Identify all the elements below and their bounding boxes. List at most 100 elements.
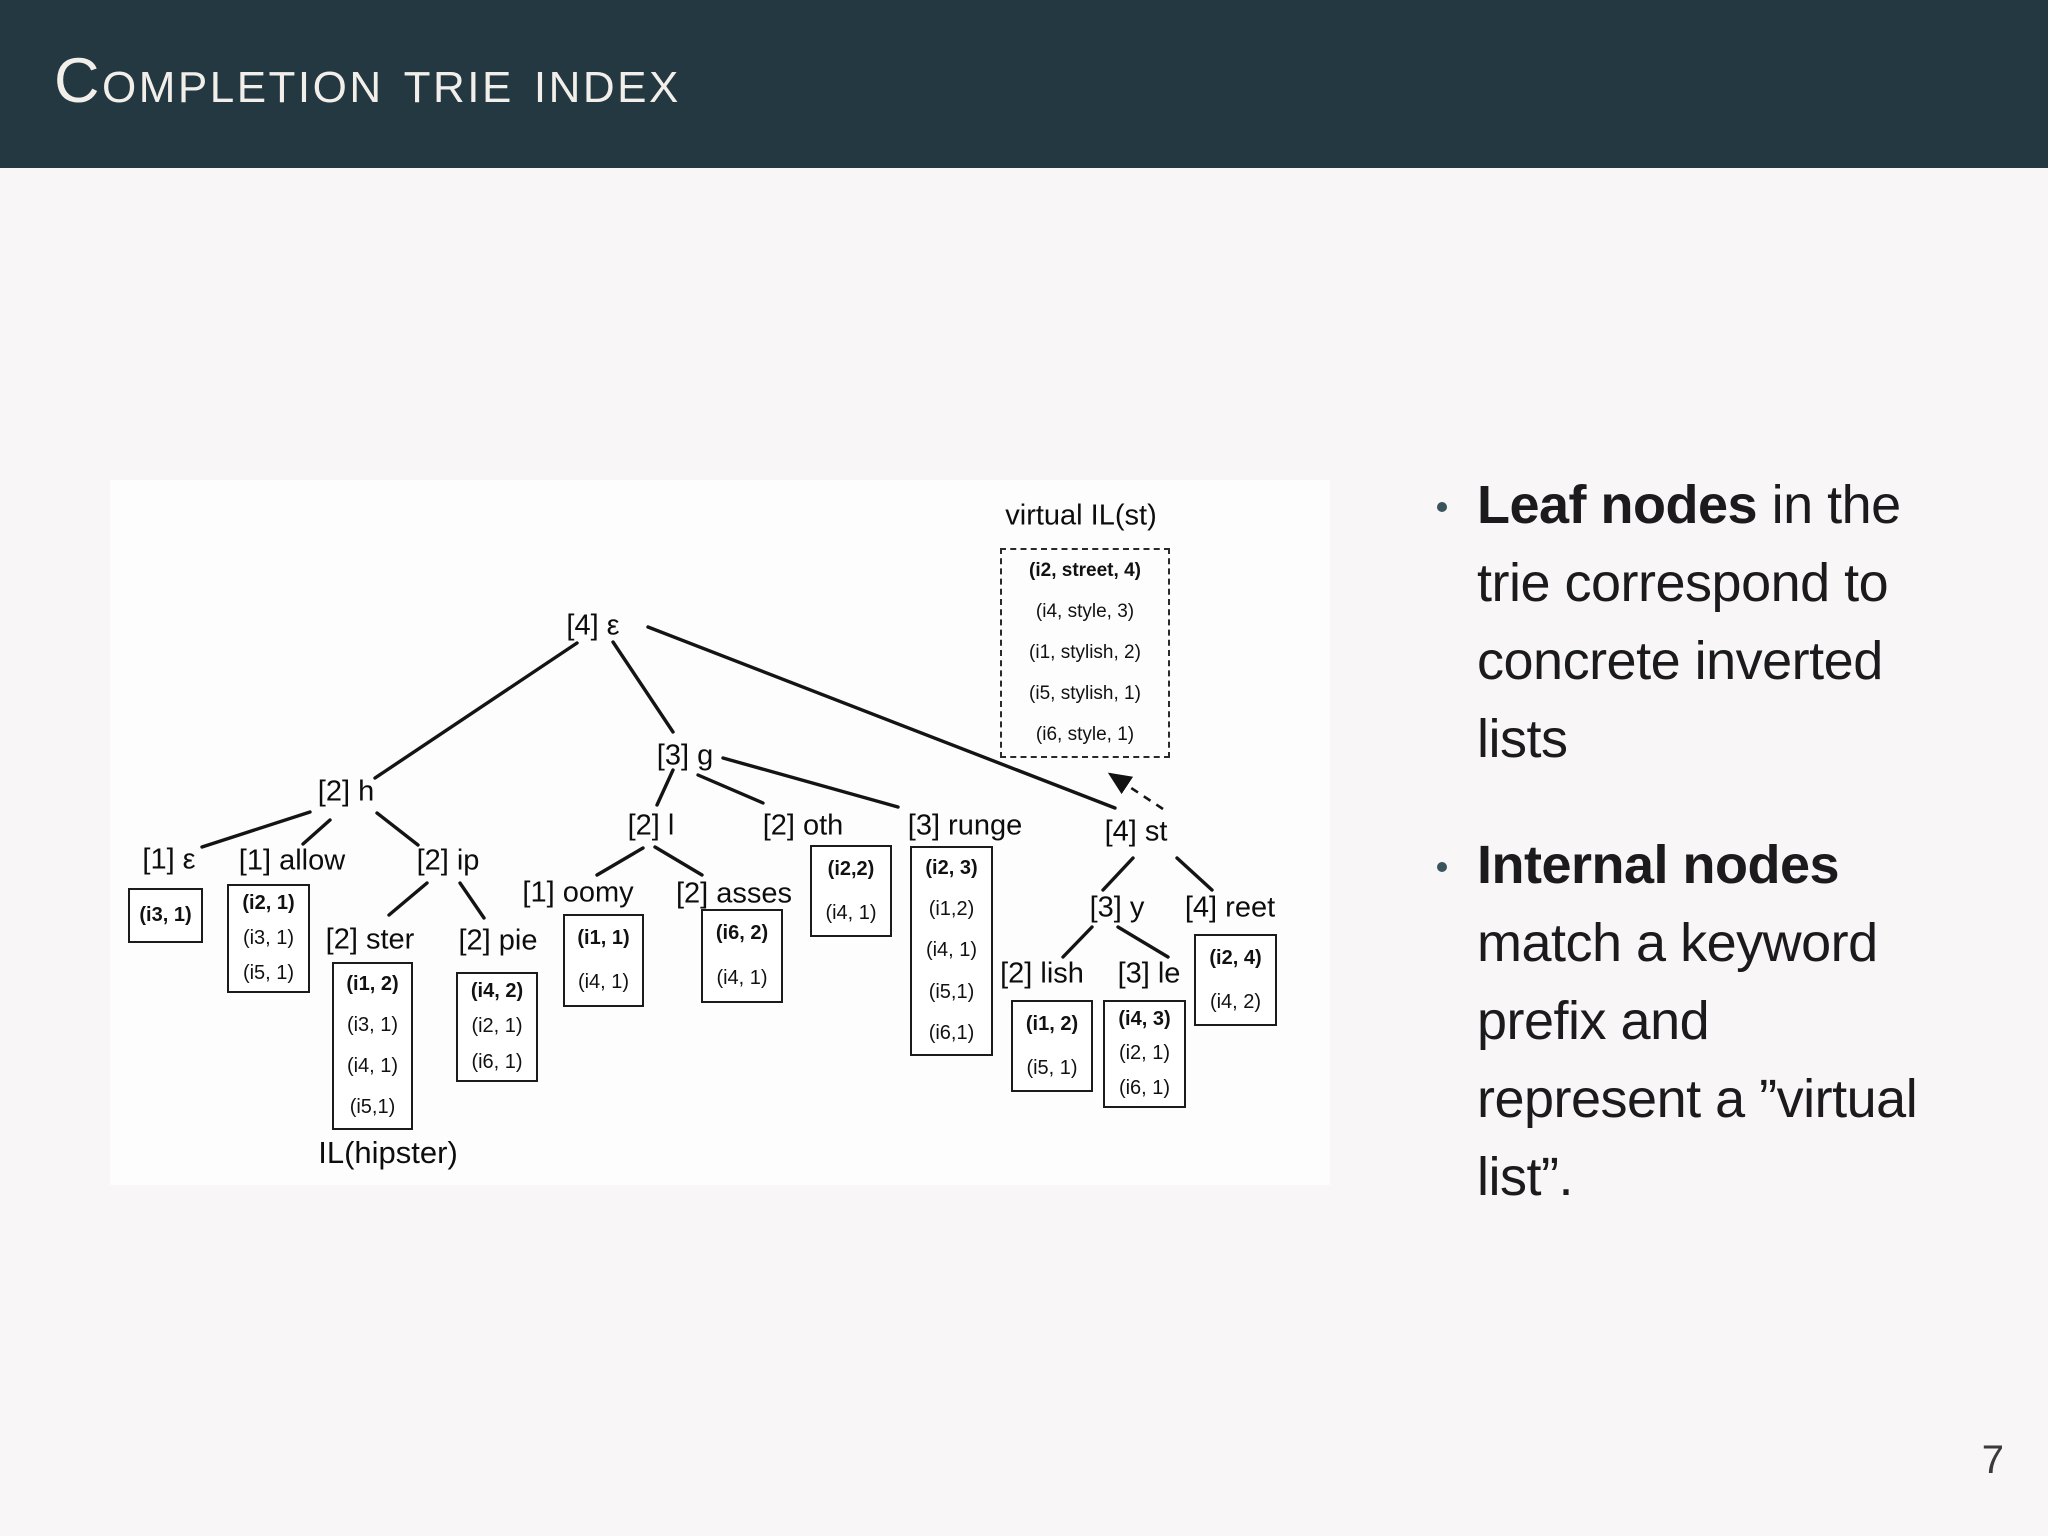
bullet-item-internal-nodes: Internal nodes match a keyword prefix an… [1437, 826, 1933, 1216]
bullet-rest: in the trie correspond to concrete inver… [1477, 475, 1901, 769]
trie-edge-l-oomy [595, 846, 645, 877]
bullet-text: Internal nodes match a keyword prefix an… [1477, 826, 1933, 1216]
trie-edge-st-y [1101, 856, 1135, 892]
trie-node-l: [2] l [627, 809, 675, 842]
il-lish-box: (i1, 2) (i5, 1) [1011, 1000, 1093, 1092]
bullet-item-leaf-nodes: Leaf nodes in the trie correspond to con… [1437, 466, 1933, 778]
posting-entry: (i4, 1) [346, 1055, 399, 1077]
trie-node-reet: [4] reet [1184, 891, 1276, 924]
posting-entry: (i5, stylish, 1) [1029, 683, 1141, 705]
posting-entry: (i4, 1) [577, 971, 630, 994]
posting-entry: (i6, 2) [715, 922, 769, 944]
virtual-list-arrow [1107, 772, 1164, 811]
trie-node-oomy: [1] oomy [522, 876, 634, 909]
trie-diagram: virtual IL(st) IL(hipster) [4] ε [2] h [3]… [110, 480, 1330, 1185]
trie-node-y: [3] y [1089, 891, 1145, 924]
posting-entry: (i2, street, 4) [1029, 559, 1141, 581]
page-number: 7 [1981, 1438, 2004, 1482]
il-le-box: (i4, 3) (i2, 1) (i6, 1) [1103, 1000, 1186, 1108]
trie-node-st: [4] st [1104, 815, 1168, 848]
trie-node-h: [2] h [317, 775, 375, 808]
posting-entry: (i4, 3) [1118, 1007, 1171, 1030]
bullet-list: Leaf nodes in the trie correspond to con… [1437, 466, 1933, 1216]
trie-edges [200, 625, 1214, 959]
trie-node-ster: [2] ster [325, 923, 415, 956]
posting-entry: (i4, 1) [825, 901, 877, 924]
posting-entry: (i2, 4) [1209, 946, 1262, 969]
trie-edge-root-st [646, 625, 1117, 810]
trie-edge-ip-ster [387, 881, 429, 917]
posting-entry: (i6, 1) [471, 1050, 523, 1073]
trie-edge-h-eps [200, 810, 312, 849]
il-asses-box: (i6, 2) (i4, 1) [701, 909, 783, 1003]
il-hipster-label: IL(hipster) [318, 1135, 458, 1170]
il-ster-box: (i1, 2) (i3, 1) (i4, 1) (i5,1) [332, 962, 413, 1130]
trie-edge-y-lish [1061, 925, 1094, 959]
bullet-rest: match a keyword prefix and represent a ”… [1477, 913, 1918, 1207]
trie-node-runge: [3] runge [907, 809, 1023, 842]
posting-entry: (i2, 1) [471, 1015, 523, 1038]
il-oomy-box: (i1, 1) (i4, 1) [563, 914, 644, 1007]
slide-title: Completion trie index [54, 46, 681, 116]
bullet-dot [1437, 502, 1447, 512]
trie-node-eps: [1] ε [142, 843, 196, 876]
posting-entry: (i5,1) [928, 980, 975, 1003]
slide-header: Completion trie index [0, 0, 2048, 168]
posting-entry: (i3, 1) [242, 927, 295, 949]
posting-entry: (i2, 1) [1118, 1042, 1171, 1065]
posting-entry: (i5,1) [349, 1096, 396, 1118]
posting-entry: (i4, style, 3) [1035, 600, 1135, 622]
il-runge-box: (i2, 3) (i1,2) (i4, 1) (i5,1) (i6,1) [910, 846, 993, 1056]
posting-entry: (i3, 1) [346, 1014, 399, 1036]
posting-entry: (i4, 2) [470, 980, 524, 1003]
trie-node-pie: [2] pie [458, 924, 538, 957]
posting-entry: (i1, 1) [577, 926, 630, 949]
virtual-il-st-box: (i2, street, 4) (i4, style, 3) (i1, stylis… [1000, 548, 1170, 758]
il-allow-box: (i2, 1) (i3, 1) (i5, 1) [227, 884, 310, 993]
bullet-lead: Internal nodes [1477, 835, 1840, 895]
trie-edge-h-ip [375, 811, 420, 847]
trie-edge-g-runge [721, 756, 900, 809]
posting-entry: (i5, 1) [1026, 1056, 1078, 1079]
trie-node-le: [3] le [1117, 957, 1181, 990]
trie-edge-g-l [655, 768, 675, 807]
posting-entry: (i6, 1) [1118, 1077, 1171, 1100]
bullet-dot [1437, 862, 1447, 872]
trie-edge-h-allow [301, 818, 332, 846]
trie-edge-y-le [1116, 925, 1170, 959]
il-oth-box: (i2,2) (i4, 1) [810, 845, 892, 937]
trie-edge-root-h [373, 641, 579, 780]
posting-entry: (i1, 2) [346, 973, 399, 995]
il-eps-box: (i3, 1) [128, 888, 203, 943]
posting-entry: (i2, 3) [925, 857, 978, 880]
virtual-il-label: virtual IL(st) [1005, 499, 1157, 532]
trie-node-oth: [2] oth [762, 809, 844, 842]
posting-entry: (i1,2) [928, 898, 975, 921]
posting-entry: (i6,1) [928, 1021, 975, 1044]
posting-entry: (i2,2) [827, 857, 875, 880]
il-reet-box: (i2, 4) (i4, 2) [1194, 934, 1277, 1026]
il-pie-box: (i4, 2) (i2, 1) (i6, 1) [456, 972, 538, 1082]
trie-edge-ip-pie [458, 881, 486, 920]
bullet-text: Leaf nodes in the trie correspond to con… [1477, 466, 1933, 778]
posting-entry: (i5, 1) [242, 962, 295, 984]
trie-node-lish: [2] lish [1000, 957, 1084, 990]
posting-entry: (i4, 1) [716, 967, 768, 989]
bullet-lead: Leaf nodes [1477, 475, 1758, 535]
posting-entry: (i2, 1) [242, 892, 295, 914]
trie-edge-st-reet [1175, 856, 1214, 892]
trie-edge-g-oth [696, 773, 765, 805]
trie-node-root: [4] ε [566, 609, 620, 642]
posting-entry: (i1, stylish, 2) [1029, 641, 1141, 663]
trie-node-allow: [1] allow [238, 844, 346, 877]
trie-node-ip: [2] ip [416, 844, 480, 877]
posting-entry: (i3, 1) [139, 904, 192, 926]
posting-entry: (i6, style, 1) [1035, 724, 1135, 746]
trie-edge-l-asses [653, 845, 704, 877]
posting-entry: (i4, 1) [925, 939, 978, 962]
trie-node-asses: [2] asses [675, 877, 793, 910]
posting-entry: (i1, 2) [1025, 1012, 1079, 1035]
posting-entry: (i4, 2) [1209, 990, 1262, 1013]
trie-node-g: [3] g [656, 739, 714, 772]
trie-edge-root-g [611, 640, 675, 734]
